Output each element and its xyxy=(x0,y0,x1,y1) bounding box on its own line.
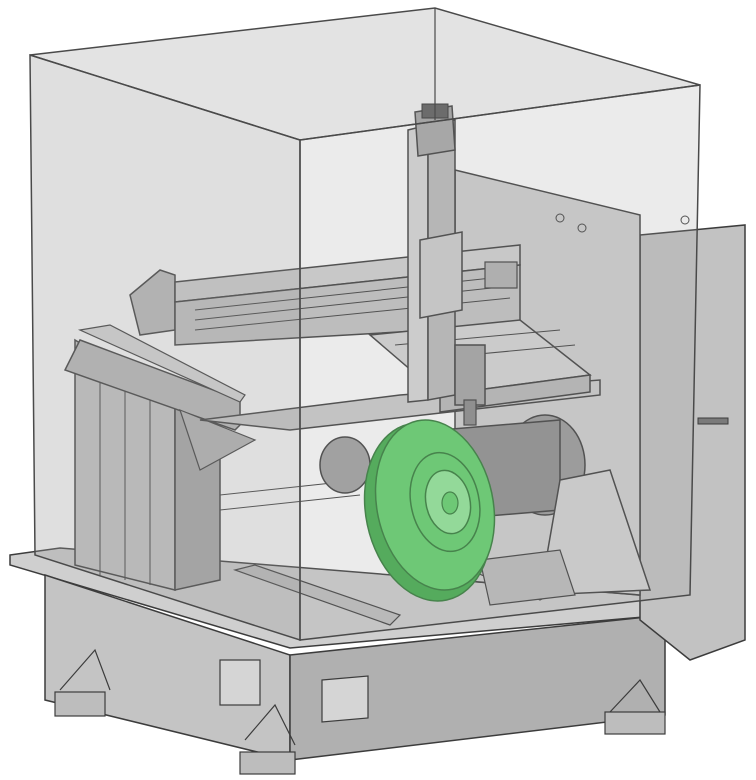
z-carriage xyxy=(419,231,463,319)
disk-ring-outer xyxy=(409,451,481,553)
base-brace-right xyxy=(609,679,661,713)
base-brace-left xyxy=(59,648,111,691)
transparent-enclosure xyxy=(29,7,701,642)
left-column xyxy=(63,324,257,591)
spindle-tool xyxy=(463,399,477,426)
left-rail-cap xyxy=(77,324,246,403)
base-brace-front xyxy=(244,703,296,746)
disk-hub xyxy=(441,491,459,515)
enclosure-left-side xyxy=(29,53,301,642)
base-access-panel-left xyxy=(219,659,261,706)
cabinet-handle xyxy=(697,417,729,425)
workpiece-disk xyxy=(363,419,496,602)
spindle-head xyxy=(454,344,486,406)
cabinet-bolt-3 xyxy=(680,215,690,225)
foot-front xyxy=(239,751,296,775)
z-column xyxy=(407,103,518,426)
headstock-slide xyxy=(479,549,576,606)
left-brace xyxy=(179,408,257,471)
base-access-panel-right xyxy=(321,675,369,723)
side-motor xyxy=(484,261,518,289)
cabinet-bolt-1 xyxy=(555,213,565,223)
enclosure-front xyxy=(299,84,701,641)
cabinet-bolt-2 xyxy=(577,223,587,233)
foot-left xyxy=(54,691,106,717)
floor-rail-left xyxy=(232,564,402,626)
foot-right xyxy=(604,711,666,735)
machine-base xyxy=(9,547,701,775)
